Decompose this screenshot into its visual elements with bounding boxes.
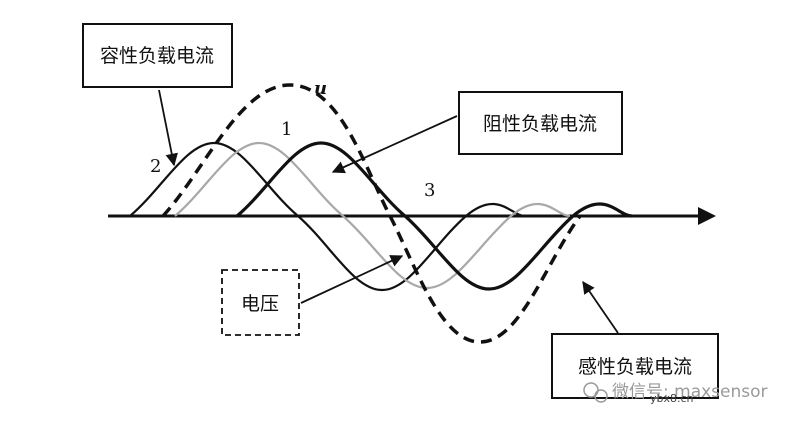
voltage-label-box — [221, 269, 300, 336]
watermark-site: ybx8.cn — [650, 392, 694, 405]
capacitive-pointer — [158, 89, 178, 167]
curve-3-marker: 3 — [424, 180, 435, 201]
voltage-label: 电压 — [241, 293, 279, 315]
capacitive-label-box — [82, 23, 233, 88]
voltage-curve — [161, 83, 582, 344]
curve-1-marker: 1 — [281, 119, 292, 140]
voltage-pointer — [300, 255, 404, 304]
resistive-current-curve — [174, 141, 571, 290]
capacitive-label: 容性负载电流 — [100, 45, 214, 67]
resistive-label-box — [458, 91, 623, 155]
watermark-text: 微信号: maxsensor — [612, 382, 768, 402]
capacitive-current-curve — [129, 141, 526, 292]
wechat-icon — [583, 382, 608, 403]
inductive-current-curve — [235, 141, 633, 291]
curve-2-marker: 2 — [150, 156, 161, 177]
time-axis-arrowhead — [698, 207, 716, 225]
inductive-pointer — [582, 280, 619, 334]
inductive-label: 感性负载电流 — [578, 356, 692, 378]
voltage-symbol: u — [314, 78, 327, 99]
wechat-watermark: 微信号: maxsensor ybx8.cn — [583, 382, 768, 405]
inductive-label-box — [551, 333, 719, 399]
resistive-label: 阻性负载电流 — [483, 113, 597, 135]
resistive-pointer — [331, 115, 458, 174]
